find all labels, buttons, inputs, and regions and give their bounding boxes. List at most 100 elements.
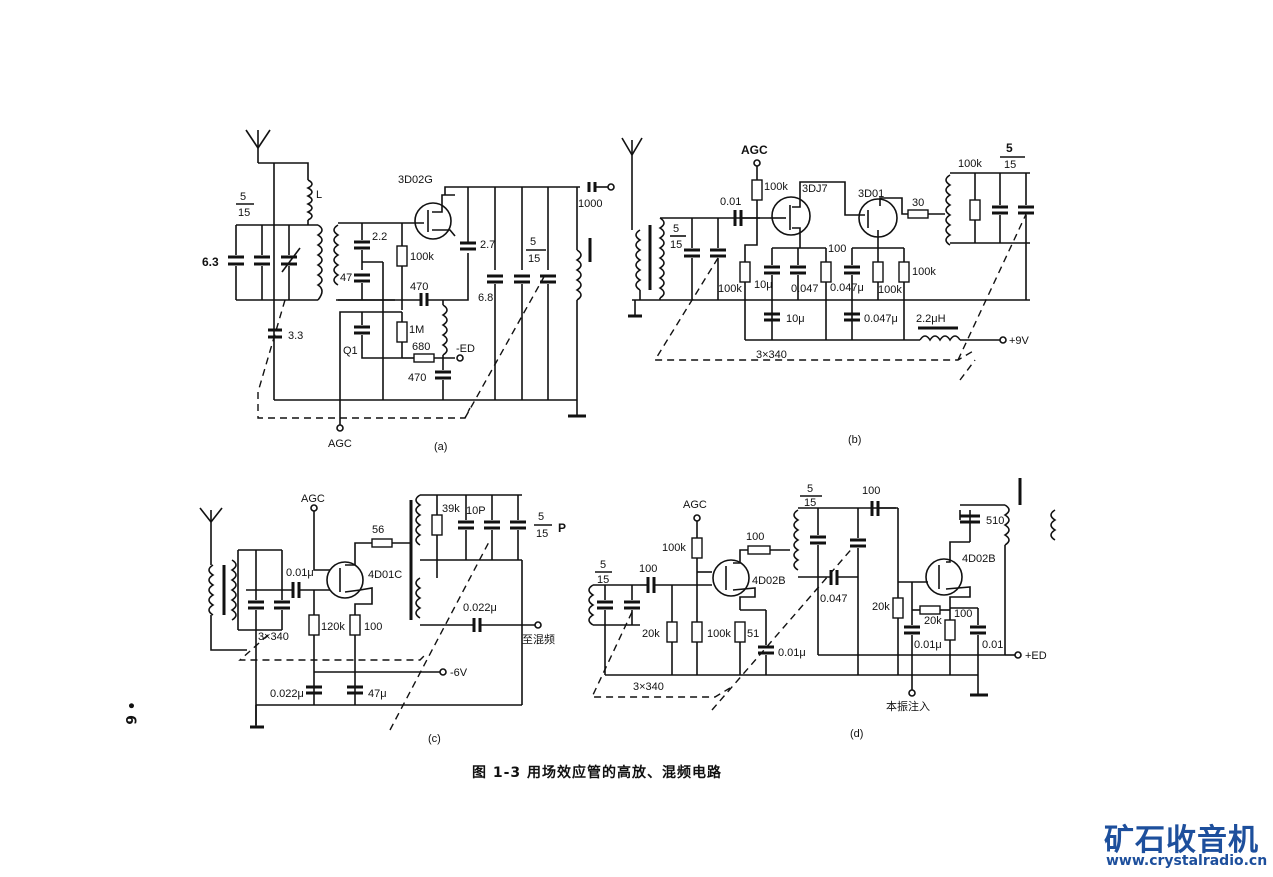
cap-label: 47μ: [368, 688, 387, 700]
terminal-label: -6V: [450, 667, 468, 679]
transistor-label: 3D01: [858, 188, 884, 200]
cap-label: 0.022μ: [463, 602, 497, 614]
cap-label-num: 5: [673, 223, 679, 235]
inductor-L: [306, 179, 313, 221]
circuit-c: 0.01μ AGC 4D01C 56 120k 100 -6V 0.022μ 4…: [199, 493, 566, 745]
watermark-url: www.crystalradio.cn: [1106, 853, 1268, 869]
cap-label-num: 5: [1006, 141, 1013, 155]
transistor-label: 3D02G: [398, 174, 433, 186]
sublabel-c: (c): [428, 733, 441, 745]
terminal-label: 至混频: [522, 632, 555, 646]
res-label: 56: [372, 524, 384, 536]
transistor-3DJ7: [770, 181, 865, 248]
res-label: 100k: [662, 542, 686, 554]
cap-label-num: 5: [538, 511, 544, 523]
terminal-label: +9V: [1009, 335, 1030, 347]
cap-gang-label: 3×340: [756, 349, 787, 361]
transistor-3D01: [858, 197, 912, 248]
cap-label: 1000: [578, 198, 602, 210]
res-label: 39k: [442, 503, 460, 515]
res-label: 680: [412, 341, 430, 353]
cap-label: 100: [862, 485, 880, 497]
cap-label: 0.01μ: [914, 639, 942, 651]
cap-label: 0.022μ: [270, 688, 304, 700]
cap-label-num: 5: [240, 191, 246, 203]
res-label: 100: [954, 608, 972, 620]
cap-label: 510: [986, 515, 1004, 527]
res-label: 100k: [707, 628, 731, 640]
cap-label: 2.7: [480, 239, 495, 251]
terminal-agc: [336, 424, 344, 432]
cap-label-den: 15: [536, 528, 548, 540]
sublabel-a: (a): [434, 441, 447, 453]
transistor-4D02B-1: [712, 549, 756, 610]
cap-gang-label: 3×340: [633, 681, 664, 693]
cap-label: 6.8: [478, 292, 493, 304]
terminal-label: AGC: [683, 499, 707, 511]
res-label: 100k: [410, 251, 434, 263]
antenna-icon: [621, 137, 643, 230]
terminal-to-mixer: [534, 621, 542, 629]
res-label: 100: [364, 621, 382, 633]
terminal-label: -ED: [456, 343, 475, 355]
cap-label-den: 15: [528, 253, 540, 265]
terminal-agc: [753, 159, 761, 167]
cap-label-den: 15: [597, 574, 609, 586]
page-mark: • 6: [121, 701, 138, 725]
cap-label: 0.01μ: [286, 567, 314, 579]
terminal-agc: [693, 514, 701, 522]
res-label: 20k: [642, 628, 660, 640]
watermark-logo-text: 矿石收音机: [1104, 823, 1259, 858]
res-label: 100k: [718, 283, 742, 295]
res-label: 100k: [764, 181, 788, 193]
terminal-9v: [999, 336, 1007, 344]
cap-label: 470: [410, 281, 428, 293]
transistor-label: 4D02B: [752, 575, 786, 587]
cap-label-den: 15: [1004, 159, 1016, 171]
res-label: 100: [746, 531, 764, 543]
cap-label: 470: [408, 372, 426, 384]
cap-label: 0.047: [791, 283, 819, 295]
res-label: 20k: [872, 601, 890, 613]
res-label: 20k: [924, 615, 942, 627]
res-label: 100: [828, 243, 846, 255]
terminal-label: AGC: [328, 438, 352, 450]
circuit-a: L 6.3 5 15 3.3 2.2 47 100k: [202, 129, 615, 453]
cap-label: 10μ: [786, 313, 805, 325]
circuit-d: 5 15 100 20k AGC 100k 100k 4D02B 100 51 …: [588, 478, 1057, 740]
cap-label: 0.047μ: [830, 282, 864, 294]
terminal-label: 本振注入: [886, 699, 930, 713]
cap-label-den: 15: [804, 497, 816, 509]
cap-label: Q1: [343, 345, 358, 357]
res-label: 1M: [409, 324, 424, 336]
res-label: 51: [747, 628, 759, 640]
terminal-label: AGC: [301, 493, 325, 505]
sublabel-b: (b): [848, 434, 861, 446]
sublabel-d: (d): [850, 728, 863, 740]
cap-label: 47: [340, 272, 352, 284]
cap-label: 3.3: [288, 330, 303, 342]
cap-label: 2.2: [372, 231, 387, 243]
transistor-4D01C: [326, 542, 373, 615]
cap-label: 0.047μ: [864, 313, 898, 325]
cap-label-den: 15: [238, 207, 250, 219]
transistor-label: 3DJ7: [802, 183, 828, 195]
cap-label: 0.01μ: [778, 647, 806, 659]
cap-label-num: 5: [600, 559, 606, 571]
terminal-6v: [439, 668, 447, 676]
cap-gang-label: 3×340: [258, 631, 289, 643]
cap-label-num: 5: [807, 483, 813, 495]
terminal-agc: [310, 504, 318, 512]
terminal-ED: [1014, 651, 1022, 659]
res-label: 100k: [912, 266, 936, 278]
cap-label: 100: [639, 563, 657, 575]
terminal-label: AGC: [741, 143, 768, 157]
antenna-icon: [245, 129, 271, 163]
transistor-label: 4D02B: [962, 553, 996, 565]
cap-label: 0.047: [820, 593, 848, 605]
terminal-label: +ED: [1025, 650, 1047, 662]
cap-label: 0.01: [982, 639, 1003, 651]
res-label: 30: [912, 197, 924, 209]
cap-label: 10P: [466, 505, 486, 517]
